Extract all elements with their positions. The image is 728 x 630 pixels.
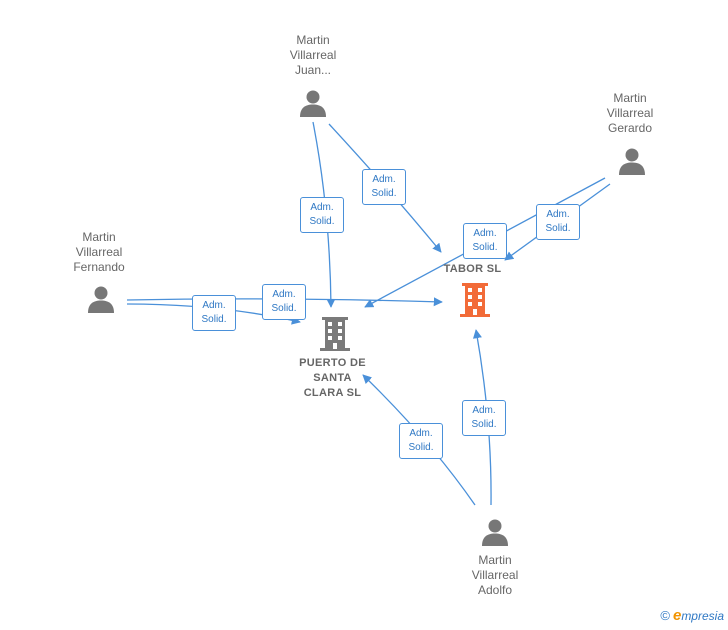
edge-label-adolfo-puerto[interactable]: Adm. Solid. — [399, 423, 443, 459]
person-icon-gerardo[interactable] — [619, 148, 645, 176]
person-label-gerardo[interactable]: Martin Villarreal Gerardo — [606, 91, 654, 135]
person-label-adolfo[interactable]: Martin Villarreal Adolfo — [471, 553, 519, 597]
empresia-watermark: ©empresia — [660, 607, 724, 624]
building-icon-nietos[interactable] — [460, 283, 490, 317]
person-icon-fernando[interactable] — [88, 286, 114, 314]
edge-label-juan-puerto[interactable]: Adm. Solid. — [300, 197, 344, 233]
copyright-symbol: © — [660, 608, 670, 623]
building-icon-puerto[interactable] — [320, 317, 350, 351]
edge-label-fernando-puerto[interactable]: Adm. Solid. — [192, 295, 236, 331]
person-icon-adolfo[interactable] — [482, 519, 508, 547]
brand-name: mpresia — [681, 609, 724, 623]
edge-label-fernando-nietos[interactable]: Adm. Solid. — [262, 284, 306, 320]
person-label-juan[interactable]: Martin Villarreal Juan... — [289, 33, 337, 77]
edge-label-adolfo-nietos[interactable]: Adm. Solid. — [462, 400, 506, 436]
edge-label-juan-nietos[interactable]: Adm. Solid. — [362, 169, 406, 205]
person-label-fernando[interactable]: Martin Villarreal Fernando — [73, 230, 125, 274]
company-label-puerto[interactable]: PUERTO DE SANTA CLARA SL — [299, 357, 366, 399]
person-icon-juan[interactable] — [300, 90, 326, 118]
brand-initial: e — [672, 607, 682, 624]
edge-label-gerardo-nietos[interactable]: Adm. Solid. — [536, 204, 580, 240]
edge-label-gerardo-puerto[interactable]: Adm. Solid. — [463, 223, 507, 259]
